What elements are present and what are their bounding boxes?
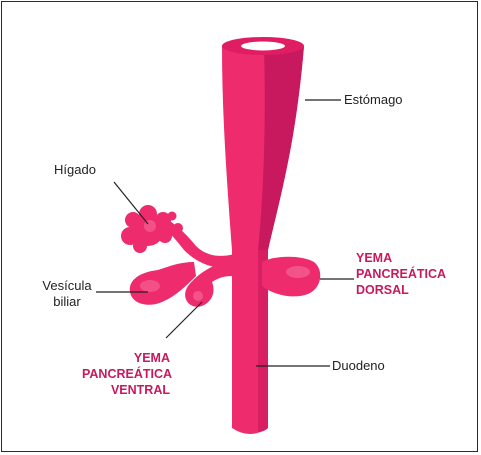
ventral-bud-highlight [193,291,203,301]
label-yema-dorsal-line2: PANCREÁTICA [356,266,446,282]
label-estomago: Estómago [344,92,403,108]
label-duodeno: Duodeno [332,358,385,374]
label-yema-pancreatica-dorsal: YEMA PANCREÁTICA DORSAL [356,250,446,298]
gall-bladder-highlight [140,280,160,292]
label-yema-pancreatica-ventral: YEMA PANCREÁTICA VENTRAL [82,350,170,398]
label-yema-ventral-line3: VENTRAL [82,382,170,398]
hepatic-stalk [162,220,234,268]
label-vesicula-line1: Vesícula [32,278,102,294]
dorsal-bud-highlight [286,266,310,278]
stomach-shadow [258,46,304,250]
label-higado: Hígado [54,162,96,178]
label-yema-ventral-line2: PANCREÁTICA [82,366,170,382]
leader-yema-ventral [166,302,202,338]
label-vesicula-biliar: Vesícula biliar [32,278,102,310]
label-yema-ventral-line1: YEMA [82,350,170,366]
label-vesicula-line2: biliar [32,294,102,310]
label-yema-dorsal-line3: DORSAL [356,282,446,298]
stomach-opening [241,42,285,51]
label-yema-dorsal-line1: YEMA [356,250,446,266]
